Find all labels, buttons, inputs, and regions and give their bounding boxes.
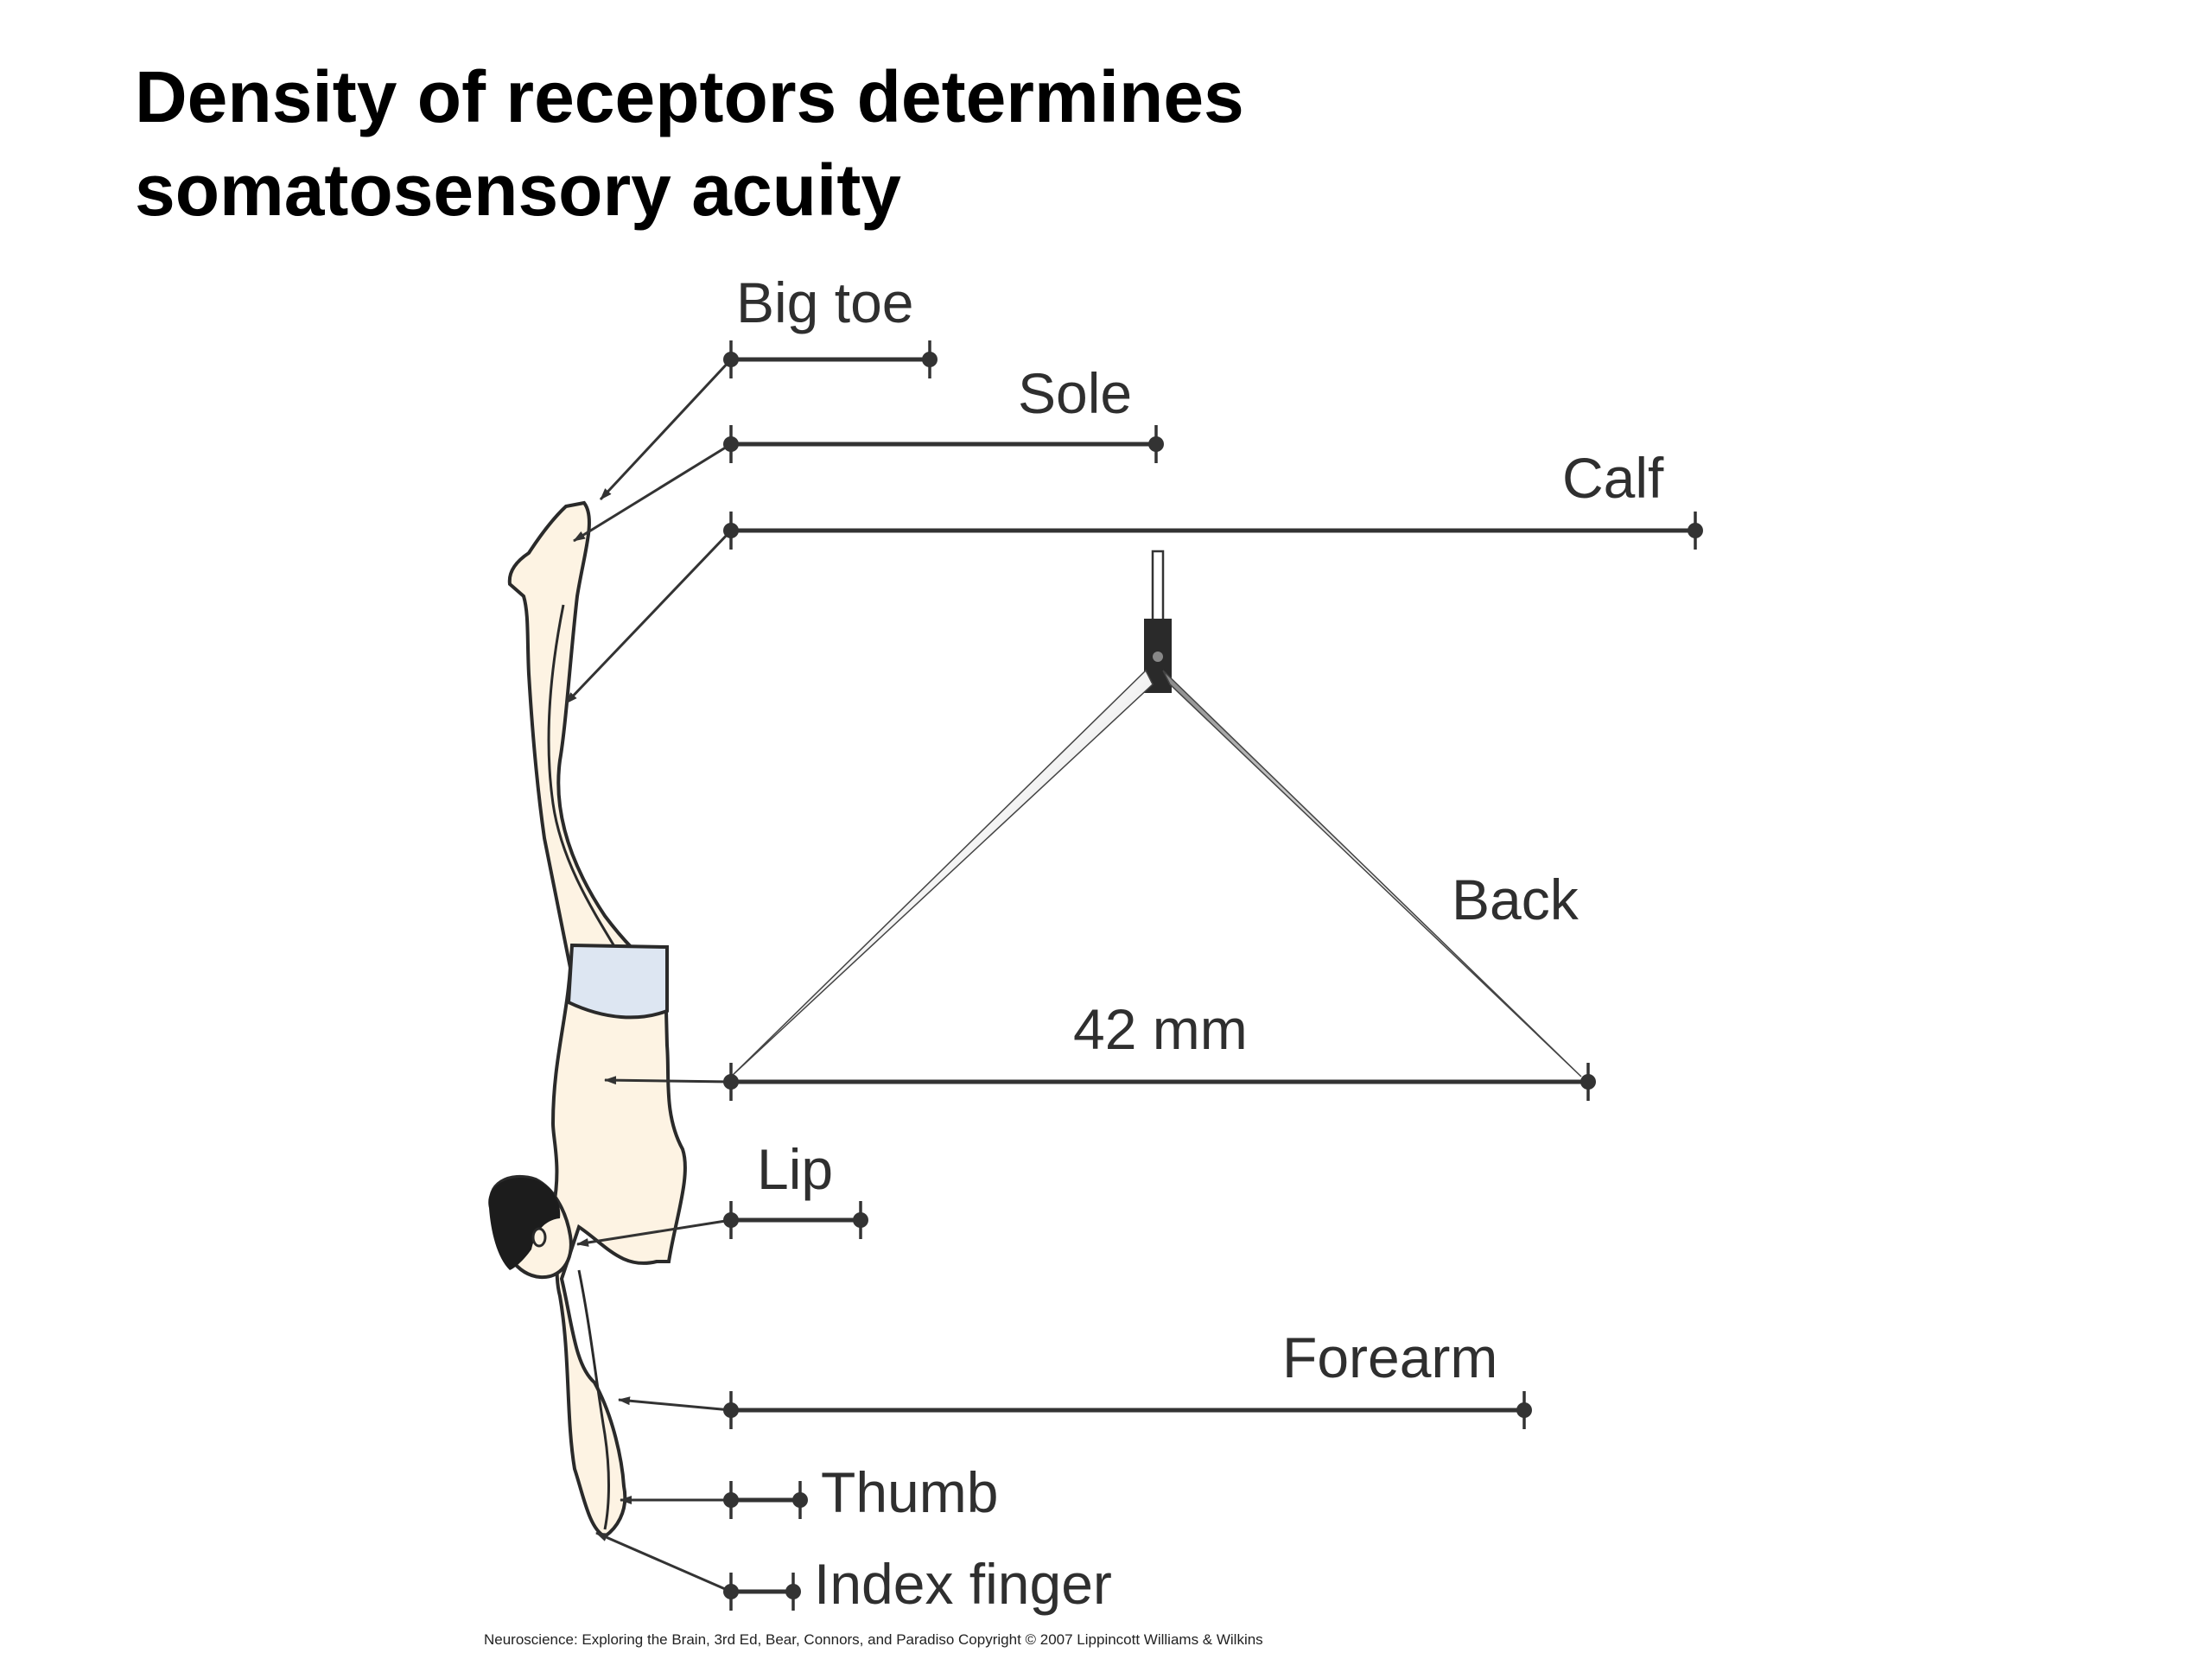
big-toe-pointer-arrow	[599, 358, 733, 501]
sole-end-dot	[1148, 436, 1164, 452]
caliper-pivot	[1153, 652, 1163, 662]
caliper-leg-left	[730, 669, 1154, 1077]
arm-line	[577, 1269, 610, 1530]
hair	[488, 1177, 561, 1270]
back-end-dot	[1580, 1074, 1596, 1090]
calf-pointer-arrow	[564, 529, 733, 705]
label-forearm: Forearm	[1282, 1325, 1497, 1389]
label-back: Back	[1452, 868, 1580, 931]
lip-pointer-arrow	[576, 1218, 732, 1247]
back-pointer-arrow	[604, 1076, 732, 1085]
label-index-finger: Index finger	[814, 1552, 1112, 1616]
label-big-toe: Big toe	[736, 270, 913, 334]
swim-trunks	[566, 943, 669, 1020]
label-calf: Calf	[1562, 446, 1664, 510]
title-line-2: somatosensory acuity	[135, 149, 902, 231]
forearm-end-dot	[1516, 1402, 1532, 1418]
copyright-credit: Neuroscience: Exploring the Brain, 3rd E…	[484, 1631, 1263, 1648]
caliper-handle	[1151, 550, 1165, 622]
page-title: Density of receptors determines somatose…	[135, 50, 1244, 237]
caliper-apparatus	[730, 550, 1582, 1077]
thumb-end-dot	[792, 1492, 808, 1508]
index-finger-pointer-arrow	[595, 1531, 732, 1593]
label-thumb: Thumb	[821, 1460, 998, 1524]
caliper-leg-right	[1162, 670, 1582, 1077]
leg-separation-line	[547, 604, 624, 960]
forearm-pointer-arrow	[618, 1396, 732, 1412]
lip-end-dot	[853, 1212, 868, 1228]
distance-bars	[564, 340, 1703, 1611]
label-lip: Lip	[757, 1137, 833, 1201]
ear	[531, 1227, 547, 1248]
big-toe-end-dot	[922, 352, 938, 367]
label-42mm: 42 mm	[1073, 997, 1248, 1061]
title-line-1: Density of receptors determines	[135, 56, 1244, 137]
body-silhouette	[507, 500, 687, 1539]
human-figure	[488, 500, 687, 1539]
index-finger-end-dot	[785, 1584, 801, 1599]
label-sole: Sole	[1018, 361, 1132, 425]
calf-end-dot	[1688, 523, 1703, 538]
sole-pointer-arrow	[573, 442, 732, 543]
